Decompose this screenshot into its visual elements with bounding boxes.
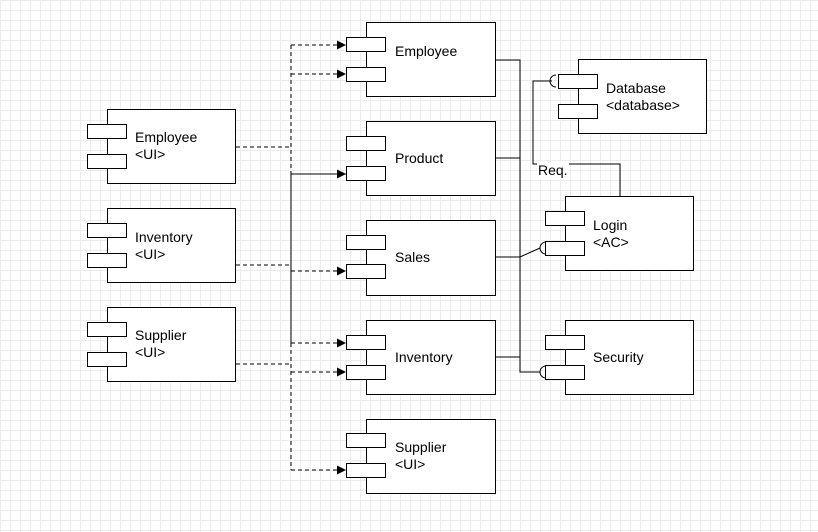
component-name: Security [593,349,644,365]
component-name: Database [606,80,666,96]
component-name: Employee [135,129,198,145]
component-security[interactable]: Security [565,320,694,395]
component-tab [87,352,127,367]
component-tab [346,433,386,448]
component-stereotype: <database> [606,97,680,113]
component-employee[interactable]: Employee [366,22,496,97]
component-name: Inventory [135,229,193,245]
component-login[interactable]: Login<AC> [565,196,694,271]
component-name: Supplier [135,327,187,343]
component-name: Inventory [395,349,453,365]
component-name: Sales [395,249,431,265]
component-database[interactable]: Database<database> [578,59,707,134]
component-tab [87,253,127,268]
component-tab [558,104,598,119]
socket-login [539,241,547,255]
component-stereotype: <UI> [395,456,426,472]
component-tab [346,67,386,82]
component-tab [87,322,127,337]
socket-database [549,74,557,88]
component-tab [346,235,386,250]
component-tab [545,211,585,226]
component-supplier-ui[interactable]: Supplier<UI> [107,307,236,382]
connector-sales-right [496,247,541,258]
component-name: Employee [395,43,458,59]
socket-security [539,365,547,379]
component-tab [346,166,386,181]
component-inventory[interactable]: Inventory [366,320,496,395]
connector-req [532,80,621,196]
component-tab [545,365,585,380]
component-employee-ui[interactable]: Employee<UI> [107,109,236,184]
component-tab [558,74,598,89]
component-name: Login [593,217,628,233]
component-tab [346,37,386,52]
component-tab [346,335,386,350]
component-product[interactable]: Product [366,121,496,196]
component-supplier[interactable]: Supplier<UI> [366,419,496,494]
component-tab [346,463,386,478]
req-label: Req. [537,162,569,179]
component-name: Supplier [395,439,447,455]
component-stereotype: <UI> [135,146,166,162]
component-tab [87,154,127,169]
component-stereotype: <UI> [135,246,166,262]
component-inventory-ui[interactable]: Inventory<UI> [107,208,236,283]
component-stereotype: <AC> [593,234,629,250]
component-name: Product [395,150,444,166]
component-stereotype: <UI> [135,344,166,360]
component-tab [87,124,127,139]
component-tab [346,136,386,151]
connector-right-bus [496,59,540,373]
component-sales[interactable]: Sales [366,220,496,296]
component-tab [87,223,127,238]
component-tab [346,264,386,279]
component-tab [346,365,386,380]
component-tab [545,335,585,350]
component-tab [545,241,585,256]
